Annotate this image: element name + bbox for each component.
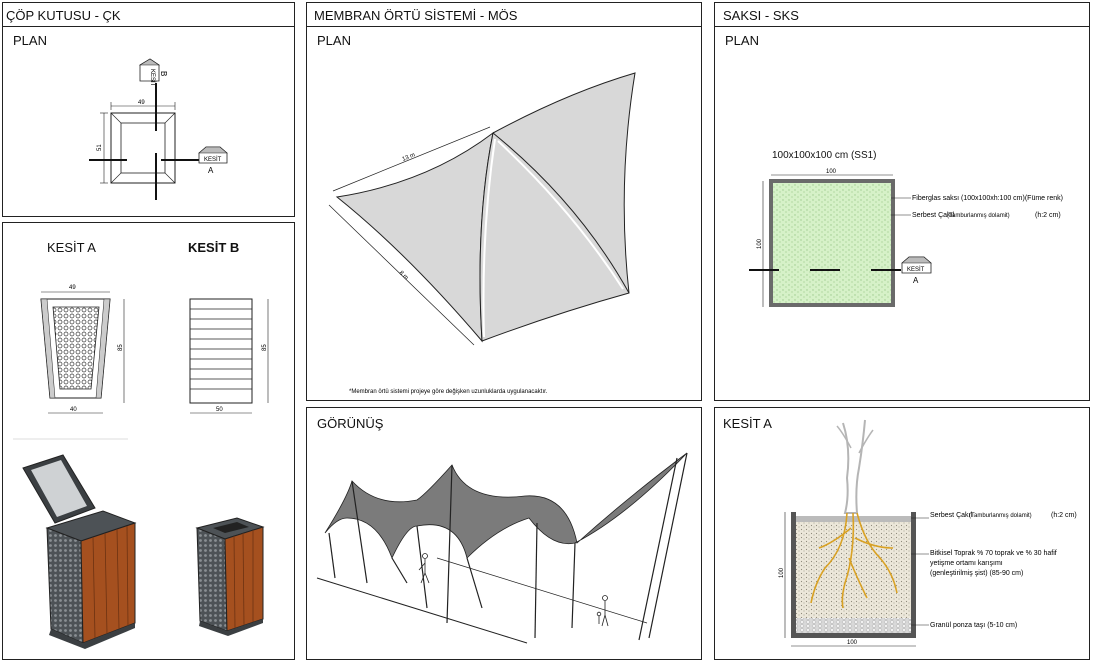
tag-b-text: KESİT (149, 69, 156, 87)
saksi-tag-a: KESİT (907, 266, 925, 273)
cop-title: ÇÖP KUTUSU - ÇK (6, 8, 121, 23)
membran-elevation-drawing (316, 452, 688, 644)
saksi-plan-label: PLAN (725, 33, 759, 48)
kesit-label-toprak-3: (genleştirilmiş şist) (85-90 cm) (930, 570, 1023, 577)
kesit-label-cakil-h: (h:2 cm) (1051, 512, 1077, 519)
saksi-kesit-title: KESİT A (723, 416, 772, 431)
membran-title: MEMBRAN ÖRTÜ SİSTEMİ - MÖS (314, 8, 518, 23)
kesit-label-toprak-2: yetişme ortamı karışımı (930, 560, 1003, 567)
saksi-title: SAKSI - SKS (723, 8, 799, 23)
kb-bottom-dim: 50 (216, 407, 223, 413)
membran-note: *Membran örtü sistemi projeye göre değiş… (349, 389, 548, 395)
cop-title-underline (3, 26, 294, 27)
saksi-kesit-dim-h: 100 (779, 567, 785, 578)
saksi-label-cakil-h: (h:2 cm) (1035, 212, 1061, 219)
membran-title-underline (307, 26, 701, 27)
cop-dim-w: 49 (138, 100, 145, 106)
letter-a: A (208, 166, 214, 175)
saksi-label-fiber: Fiberglas saksı (100x100xh:100 cm)(Füme … (912, 195, 1063, 202)
kesit-label-toprak-1: Bitkisel Toprak % 70 toprak ve % 30 hafi… (930, 550, 1057, 557)
gorunus-label: GÖRÜNÜŞ (317, 416, 384, 431)
membran-plan-panel: MEMBRAN ÖRTÜ SİSTEMİ - MÖS PLAN 13 m 8 m… (306, 2, 702, 401)
saksi-plan-drawing: 100 100 Fiberglas saksı (100x100xh:100 c… (749, 169, 1063, 307)
ka-top-dim: 49 (69, 285, 76, 291)
membran-plan-drawing: 13 m 8 m *Membran örtü sistemi projeye g… (328, 72, 636, 395)
kesit-b-title: KESİT B (188, 240, 240, 255)
cop-kesit-drawing: 49 40 85 50 85 (13, 285, 269, 649)
saksi-kesit-drawing: 100 100 Serbest Çakıl (Tamburlanmış dola… (779, 419, 1077, 647)
saksi-kesit-panel: KESİT A (714, 407, 1090, 660)
saksi-letter-a: A (913, 276, 919, 285)
kesit-label-ponza: Granül ponza taşı (5-10 cm) (930, 622, 1017, 629)
ka-bottom-dim: 40 (70, 407, 77, 413)
saksi-size-label: 100x100x100 cm (SS1) (772, 150, 877, 161)
ka-height-dim: 85 (118, 344, 124, 351)
saksi-kesit-dim-w: 100 (847, 640, 858, 646)
membran-gorunus-panel: GÖRÜNÜŞ (306, 407, 702, 660)
bin-render-closed (195, 517, 265, 636)
saksi-label-cakil-note: (Tamburlanmış dolamit) (947, 213, 1010, 219)
cop-plan-label: PLAN (13, 33, 47, 48)
kesit-label-cakil-note: (Tamburlanmış dolamit) (969, 513, 1032, 519)
cop-kesit-panel: KESİT A KESİT B 49 40 85 (2, 222, 295, 660)
tag-a-text: KESİT (204, 156, 222, 163)
saksi-title-underline (715, 26, 1089, 27)
bin-render-open (22, 454, 137, 649)
kesit-a-title: KESİT A (47, 240, 96, 255)
cop-plan-drawing: KESİT B 49 51 KESİT A (89, 58, 228, 200)
cop-dim-h: 51 (97, 144, 103, 151)
membran-plan-label: PLAN (317, 33, 351, 48)
cop-plan-panel: ÇÖP KUTUSU - ÇK PLAN KESİT B 49 51 KESİT… (2, 2, 295, 217)
membran-dim-13: 13 m (402, 152, 417, 163)
person-icon (418, 553, 430, 584)
kb-height-dim: 85 (262, 344, 268, 351)
saksi-dim-top: 100 (826, 169, 837, 175)
kesit-label-cakil: Serbest Çakıl (930, 512, 972, 519)
saksi-label-cakil: Serbest Çakıl (912, 212, 954, 219)
letter-b: B (159, 71, 168, 76)
person-icon (596, 595, 609, 627)
saksi-plan-panel: SAKSI - SKS PLAN 100x100x100 cm (SS1) 10… (714, 2, 1090, 401)
membran-dim-8: 8 m (398, 270, 409, 281)
saksi-dim-left: 100 (757, 238, 763, 249)
